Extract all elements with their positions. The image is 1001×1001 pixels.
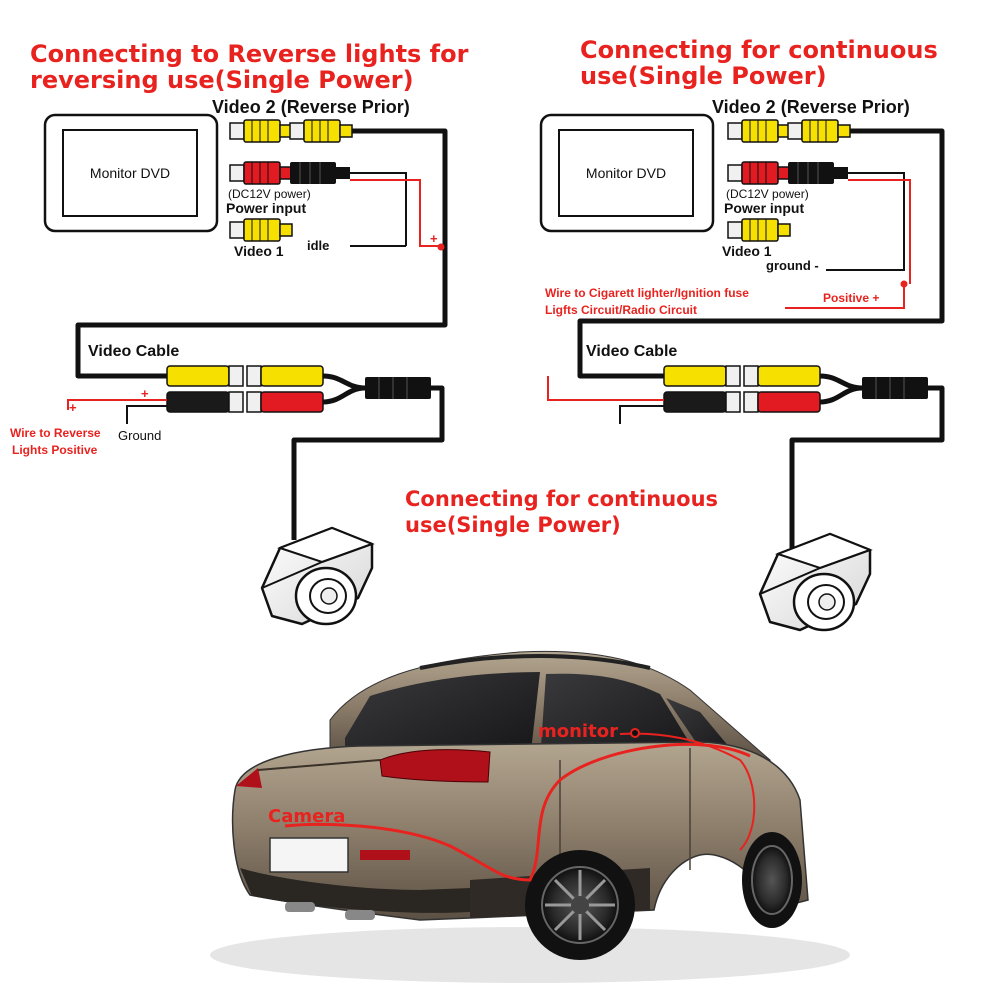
left-camera-icon <box>260 526 374 626</box>
right-video-cable-label: Video Cable <box>586 343 677 360</box>
right-monitor-icon: Monitor DVD <box>539 113 715 233</box>
left-ground-wire <box>126 405 167 424</box>
right-title-line1: Connecting for continuous <box>580 36 938 64</box>
right-cable-red-wire <box>547 376 664 401</box>
left-power-red-wire <box>350 179 440 247</box>
left-title-line1: Connecting to Reverse lights for <box>30 40 469 68</box>
right-video2-label: Video 2 (Reverse Prior) <box>712 97 910 117</box>
left-idle-label: idle <box>307 238 329 253</box>
right-video2-connector-icon <box>727 119 791 143</box>
left-cable-set-icon <box>167 366 431 412</box>
right-dc-label: (DC12V power) <box>726 187 809 201</box>
right-positive-wire <box>785 284 905 309</box>
left-video1-connector-icon <box>229 218 293 242</box>
left-camera-wire <box>291 385 445 540</box>
left-power-input-label: Power input <box>226 200 306 216</box>
right-wire-cig-line1: Wire to Cigarett lighter/Ignition fuse <box>545 286 749 300</box>
right-cable-ground-wire <box>619 405 664 424</box>
right-power-black-plug-icon <box>787 161 849 185</box>
car-monitor-label: monitor <box>538 721 618 742</box>
car-illustration: monitor Camera <box>210 650 850 983</box>
right-camera-wire <box>789 385 945 548</box>
left-video-wire <box>75 128 448 379</box>
left-dc-label: (DC12V power) <box>228 187 311 201</box>
right-positive-label: Positive + <box>823 291 879 305</box>
left-title-line2: reversing use(Single Power) <box>30 66 414 94</box>
right-video1-label: Video 1 <box>722 243 772 259</box>
left-panel: Connecting to Reverse lights for reversi… <box>10 40 469 626</box>
middle-title-line1: Connecting for continuous <box>405 487 718 511</box>
right-ground-label: ground - <box>766 258 819 273</box>
right-panel: Connecting for continuous use(Single Pow… <box>539 36 945 632</box>
right-cable-set-icon <box>664 366 928 412</box>
right-video2-plug-icon <box>787 119 851 143</box>
left-power-black-wire <box>350 172 407 246</box>
right-power-red-wire <box>848 179 911 284</box>
car-camera-label: Camera <box>268 806 345 827</box>
left-plus-mark-3: + <box>69 400 77 415</box>
right-camera-icon <box>758 532 872 632</box>
left-plus-mark: + <box>430 231 438 246</box>
left-video1-label: Video 1 <box>234 243 284 259</box>
left-reverse-red-wire <box>67 399 167 410</box>
left-power-red-connector-icon <box>229 161 293 185</box>
right-title-line2: use(Single Power) <box>580 62 827 90</box>
middle-title-line2: use(Single Power) <box>405 513 621 537</box>
left-video2-plug-icon <box>289 119 353 143</box>
left-monitor-label: Monitor DVD <box>90 165 170 181</box>
left-monitor-icon: Monitor DVD <box>43 113 219 233</box>
left-video2-label: Video 2 (Reverse Prior) <box>212 97 410 117</box>
right-power-red-connector-icon <box>727 161 791 185</box>
left-plus-mark-2: + <box>141 386 149 401</box>
left-junction-dot <box>437 243 445 251</box>
left-video-cable-label: Video Cable <box>88 343 179 360</box>
left-wire-reverse-line1: Wire to Reverse <box>10 426 101 440</box>
right-power-input-label: Power input <box>724 200 804 216</box>
left-wire-reverse-line2: Lights Positive <box>12 443 98 457</box>
right-video1-connector-icon <box>727 218 791 242</box>
right-monitor-label: Monitor DVD <box>586 165 666 181</box>
left-video2-connector-icon <box>229 119 293 143</box>
right-video-wire <box>577 128 945 379</box>
right-wire-cig-line2: Ligfts Circuit/Radio Circuit <box>545 303 697 317</box>
left-power-black-plug-icon <box>289 161 351 185</box>
left-ground-label: Ground <box>118 428 161 443</box>
right-ground-wire <box>826 172 905 271</box>
